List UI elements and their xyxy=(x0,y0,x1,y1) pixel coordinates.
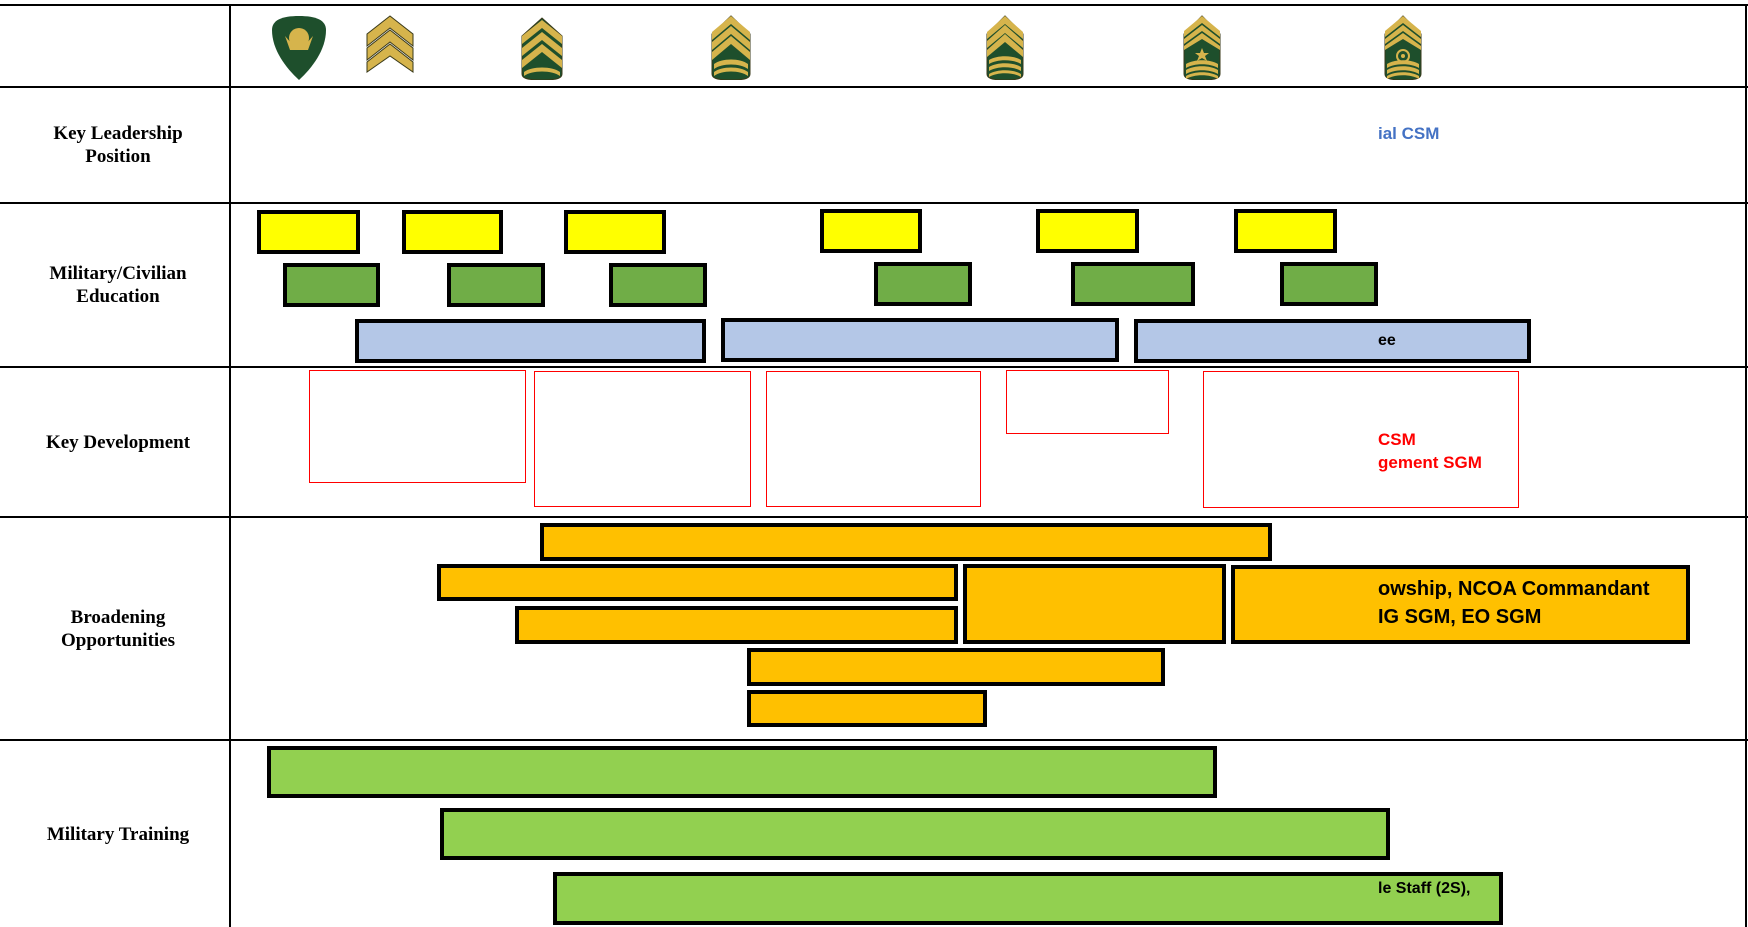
row-label-broadening: Broadening Opportunities xyxy=(60,606,176,651)
development-text-line2: gement SGM xyxy=(1378,453,1482,472)
education-green-box xyxy=(283,263,380,307)
sfc-icon xyxy=(711,15,751,80)
training-text: le Staff (2S), xyxy=(1378,880,1471,897)
education-green-box xyxy=(609,263,707,307)
education-degree-bar xyxy=(721,318,1119,362)
training-bar xyxy=(440,808,1390,860)
training-bar xyxy=(553,872,1503,925)
education-degree-bar xyxy=(355,319,706,363)
row-divider xyxy=(0,516,1748,518)
broadening-bar xyxy=(1231,565,1690,644)
row-label-education: Military/Civilian Education xyxy=(49,263,187,307)
row-divider xyxy=(0,86,1748,88)
education-yellow-box xyxy=(1234,209,1337,253)
education-green-box xyxy=(1071,262,1195,306)
broadening-text-line1: owship, NCOA Commandant xyxy=(1378,578,1650,600)
education-degree-bar xyxy=(1134,319,1531,363)
development-box xyxy=(1203,371,1519,508)
education-yellow-box xyxy=(564,210,666,254)
sgt-icon xyxy=(366,15,414,73)
table-top-border xyxy=(0,4,1748,6)
education-green-box xyxy=(447,263,545,307)
training-bar xyxy=(267,746,1217,798)
education-yellow-box xyxy=(820,209,922,253)
row-divider xyxy=(0,366,1748,368)
row-label-key-leadership: Key Leadership Position xyxy=(53,123,183,167)
development-box xyxy=(766,371,981,507)
broadening-bar xyxy=(747,690,987,727)
broadening-bar xyxy=(747,648,1165,686)
csm-icon xyxy=(1384,15,1422,80)
development-box xyxy=(309,370,526,483)
msg-icon xyxy=(986,15,1024,80)
row-label-military-training: Military Training xyxy=(46,823,190,845)
broadening-bar xyxy=(963,564,1226,644)
education-yellow-box xyxy=(1036,209,1139,253)
ssg-icon xyxy=(521,17,563,80)
development-box xyxy=(534,371,751,507)
spc-icon xyxy=(272,16,326,80)
broadening-text-line2: IG SGM, EO SGM xyxy=(1378,606,1542,628)
broadening-bar xyxy=(540,523,1272,561)
row-label-key-development: Key Development xyxy=(45,431,191,453)
right-border xyxy=(1745,4,1747,927)
education-green-box xyxy=(1280,262,1378,306)
sgm-icon xyxy=(1183,15,1221,80)
education-yellow-box xyxy=(257,210,360,254)
education-green-box xyxy=(874,262,972,306)
row-divider xyxy=(0,739,1748,741)
broadening-bar xyxy=(515,606,958,644)
leadership-position-text: ial CSM xyxy=(1378,124,1440,143)
label-column-divider xyxy=(229,4,231,927)
row-divider xyxy=(0,202,1748,204)
education-yellow-box xyxy=(402,210,503,254)
education-degree-text: ee xyxy=(1378,332,1396,349)
development-box xyxy=(1006,370,1169,434)
broadening-bar xyxy=(437,564,958,601)
development-text-line1: CSM xyxy=(1378,430,1416,449)
